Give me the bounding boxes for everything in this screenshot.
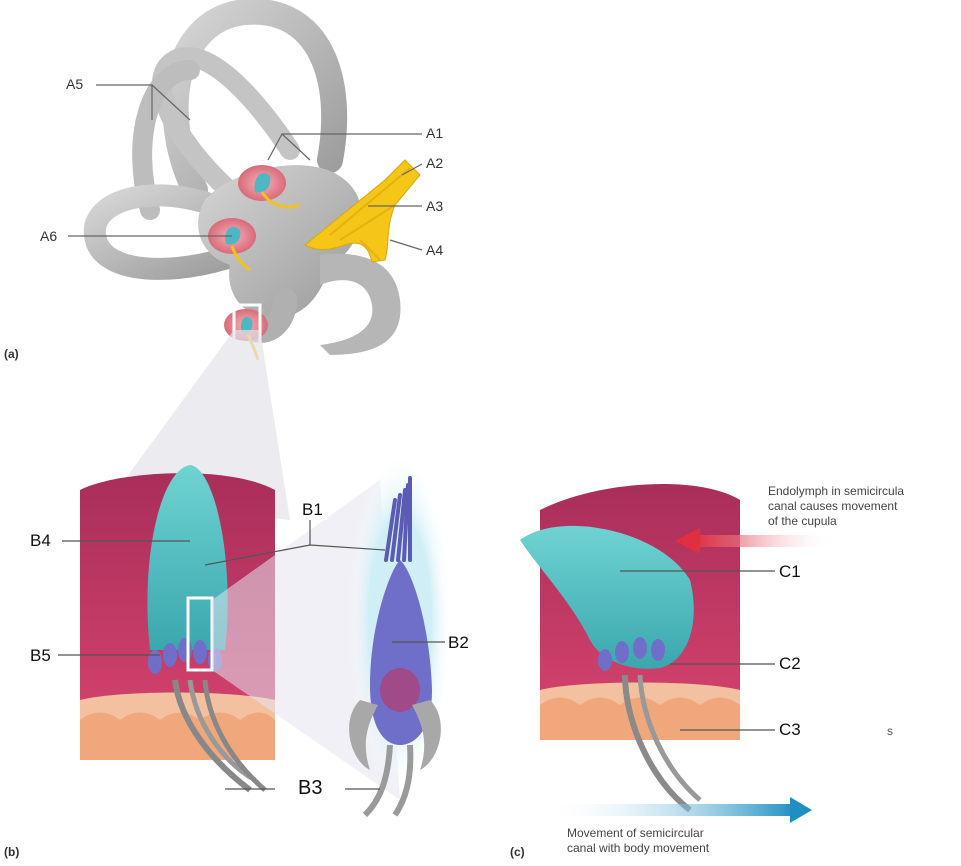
vestibular-nerve xyxy=(304,159,421,263)
panel-label-c: (c) xyxy=(510,845,525,859)
label-a3: A3 xyxy=(426,198,444,214)
label-b4: B4 xyxy=(30,531,51,550)
label-a4: A4 xyxy=(426,242,444,258)
panel-label-b: (b) xyxy=(4,845,20,859)
caption-endolymph: Endolymph in semicircula canal causes mo… xyxy=(768,484,905,528)
label-b5: B5 xyxy=(30,646,51,665)
label-b1: B1 xyxy=(298,500,327,520)
leader-lines-a xyxy=(68,84,423,251)
label-a1: A1 xyxy=(426,125,444,141)
label-a5: A5 xyxy=(66,76,84,92)
body-movement-arrow xyxy=(545,797,812,823)
label-c2: C2 xyxy=(779,654,801,673)
bony-labyrinth xyxy=(83,0,421,365)
label-b2: B2 xyxy=(448,633,469,652)
leader-lines-b xyxy=(58,520,445,790)
lateral-semicircular-canal xyxy=(83,184,261,280)
label-a6: A6 xyxy=(40,228,58,244)
caption-body-movement: Movement of semicircular canal with body… xyxy=(567,826,710,855)
ampulla-section-b xyxy=(80,465,275,793)
label-c3: C3 xyxy=(779,720,801,739)
hair-cell-enlarged xyxy=(348,450,452,818)
endolymph-arrow xyxy=(675,528,835,554)
ampulla-section-c xyxy=(520,483,740,813)
label-a2: A2 xyxy=(426,155,444,171)
leader-lines-c xyxy=(620,570,775,731)
label-b3: B3 xyxy=(280,777,341,800)
stray-letter-s: s xyxy=(887,724,893,738)
panel-label-a: (a) xyxy=(4,347,19,361)
zoom-cone-ab xyxy=(110,330,290,520)
cupula-b xyxy=(147,465,228,650)
cupula-c xyxy=(520,525,694,669)
posterior-semicircular-canal xyxy=(151,47,300,210)
label-c1: C1 xyxy=(779,562,801,581)
